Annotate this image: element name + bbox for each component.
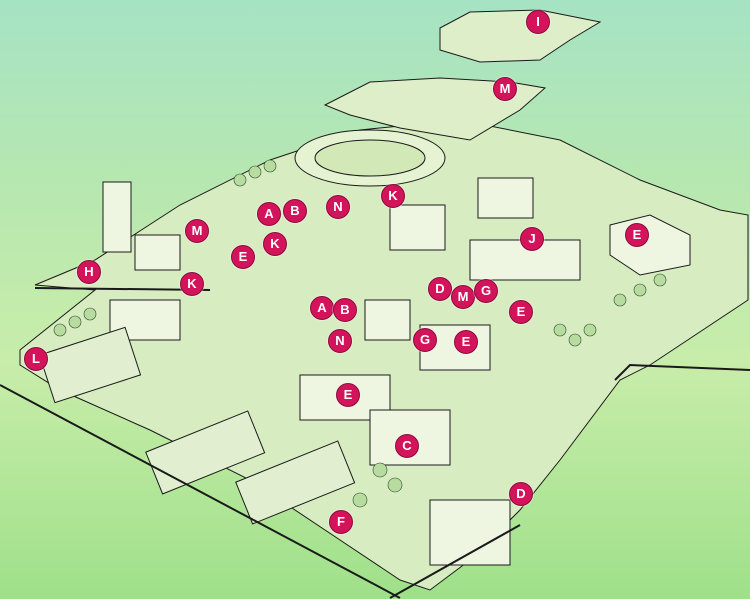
marker-e-midright[interactable]: E (509, 300, 533, 324)
marker-e-center[interactable]: E (336, 383, 360, 407)
marker-b-mid[interactable]: B (333, 298, 357, 322)
marker-j[interactable]: J (520, 227, 544, 251)
marker-h[interactable]: H (77, 260, 101, 284)
sports-field-top (439, 9, 602, 63)
road-east (614, 363, 750, 381)
marker-m-mid[interactable]: M (451, 285, 475, 309)
marker-m-left[interactable]: M (185, 219, 209, 243)
marker-e-leftmid[interactable]: E (231, 245, 255, 269)
marker-c[interactable]: C (395, 434, 419, 458)
marker-e-lower[interactable]: E (454, 330, 478, 354)
marker-k-mid[interactable]: K (263, 232, 287, 256)
marker-k-left[interactable]: K (180, 272, 204, 296)
marker-l[interactable]: L (24, 347, 48, 371)
road-right (389, 524, 521, 599)
building-m-left (134, 234, 181, 271)
building-top-center (389, 204, 446, 251)
road-left (0, 384, 401, 599)
block-l (38, 326, 142, 404)
marker-d-mid[interactable]: D (428, 277, 452, 301)
marker-b-top[interactable]: B (283, 199, 307, 223)
building-d-bottom (429, 499, 511, 566)
marker-n-mid[interactable]: N (328, 329, 352, 353)
marker-f[interactable]: F (329, 510, 353, 534)
marker-n-top[interactable]: N (326, 195, 350, 219)
marker-g-lower[interactable]: G (413, 328, 437, 352)
baseball-field (323, 77, 547, 141)
marker-i[interactable]: I (526, 10, 550, 34)
marker-g-mid[interactable]: G (474, 279, 498, 303)
marker-d-bottom[interactable]: D (509, 482, 533, 506)
marker-m-top[interactable]: M (493, 77, 517, 101)
marker-k-top[interactable]: K (381, 184, 405, 208)
marker-e-right[interactable]: E (625, 223, 649, 247)
marker-a-top[interactable]: A (257, 202, 281, 226)
building-mid-admin (364, 299, 411, 341)
marker-a-mid[interactable]: A (310, 296, 334, 320)
tower-building (102, 181, 132, 253)
building-dorm (477, 177, 534, 219)
